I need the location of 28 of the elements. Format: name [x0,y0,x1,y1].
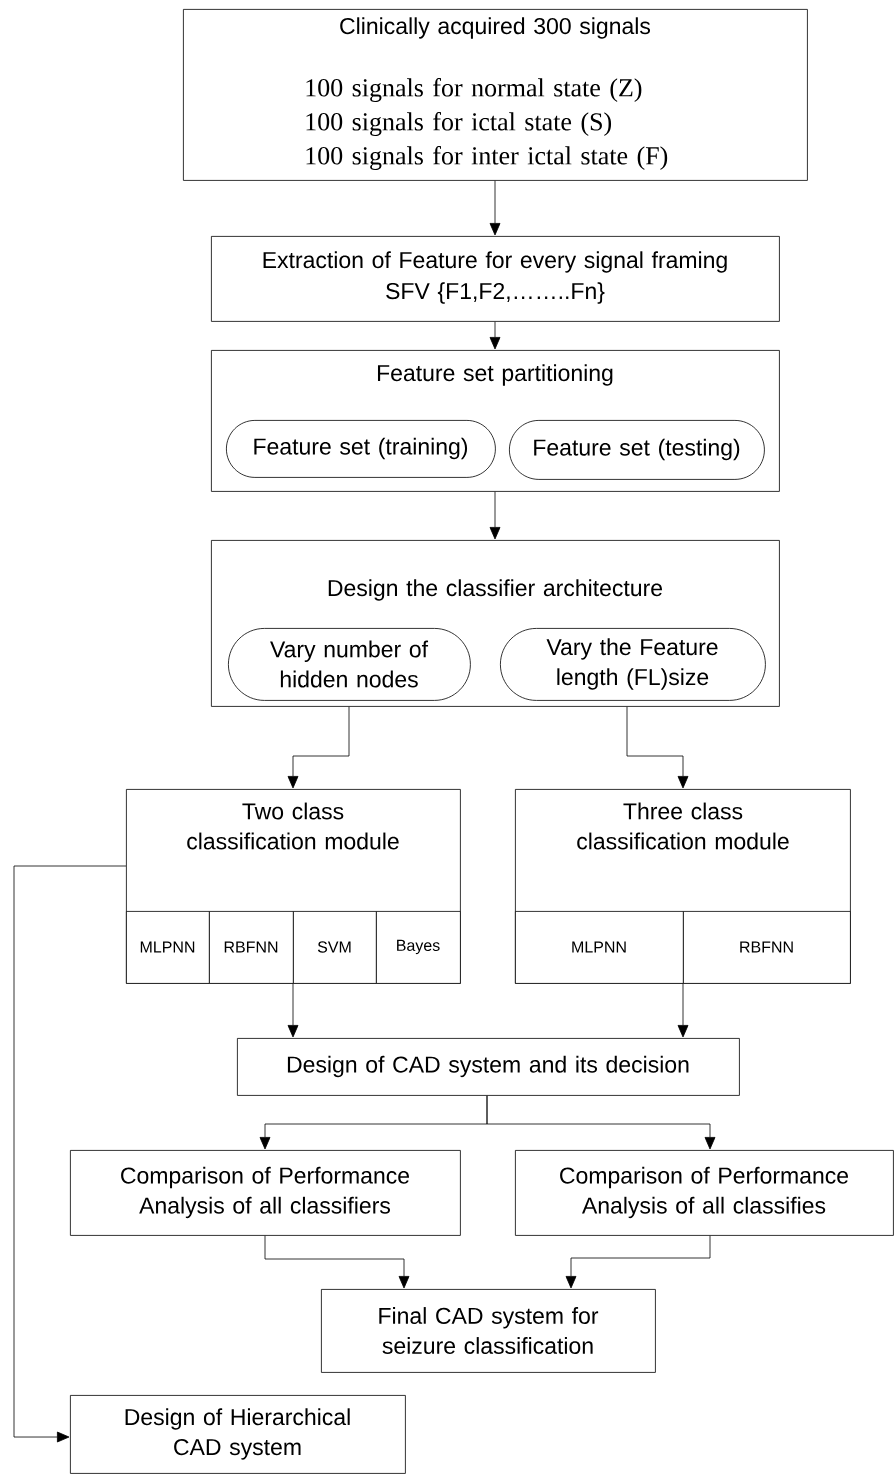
process-box: Comparison of Performance Analysis of all classifies [515,1150,894,1236]
arrow [489,491,501,540]
arrow [264,1235,410,1289]
process-box: Design of CAD system and its decision [237,1038,740,1096]
process-box: Design of Hierarchical CAD system [70,1395,406,1474]
process-box: Comparison of Performance Analysis of all classifiers [70,1150,461,1236]
rounded-box: Feature set (training) [226,420,496,478]
arrow [626,706,689,789]
table-cell: MLPNN [515,911,684,984]
arrow [565,1235,711,1289]
arrow [13,865,127,1443]
table-cell: SVM [293,911,377,984]
arrow [677,983,689,1038]
process-box: Final CAD system for seizure classification [321,1289,656,1373]
process-box: Clinically acquired 300 signals 100 signals for normal state (Z) 100 signals for ictal state (S) 100 signals for inter ictal state (F) [183,9,808,181]
table-cell: MLPNN [126,911,210,984]
arrow [486,1095,716,1150]
table-cell: RBFNN [209,911,294,984]
table-cell: RBFNN [683,911,851,984]
arrow [287,983,299,1038]
arrow [287,706,350,789]
rounded-box: Vary the Feature length (FL)size [500,628,766,701]
table-cell: Bayes [376,911,461,984]
rounded-box: Feature set (testing) [509,420,765,480]
process-box: Extraction of Feature for every signal framing SFV {F1,F2,……..Fn} [211,236,780,322]
rounded-box: Vary number of hidden nodes [228,628,471,701]
arrow [489,321,501,350]
arrow [489,180,501,236]
